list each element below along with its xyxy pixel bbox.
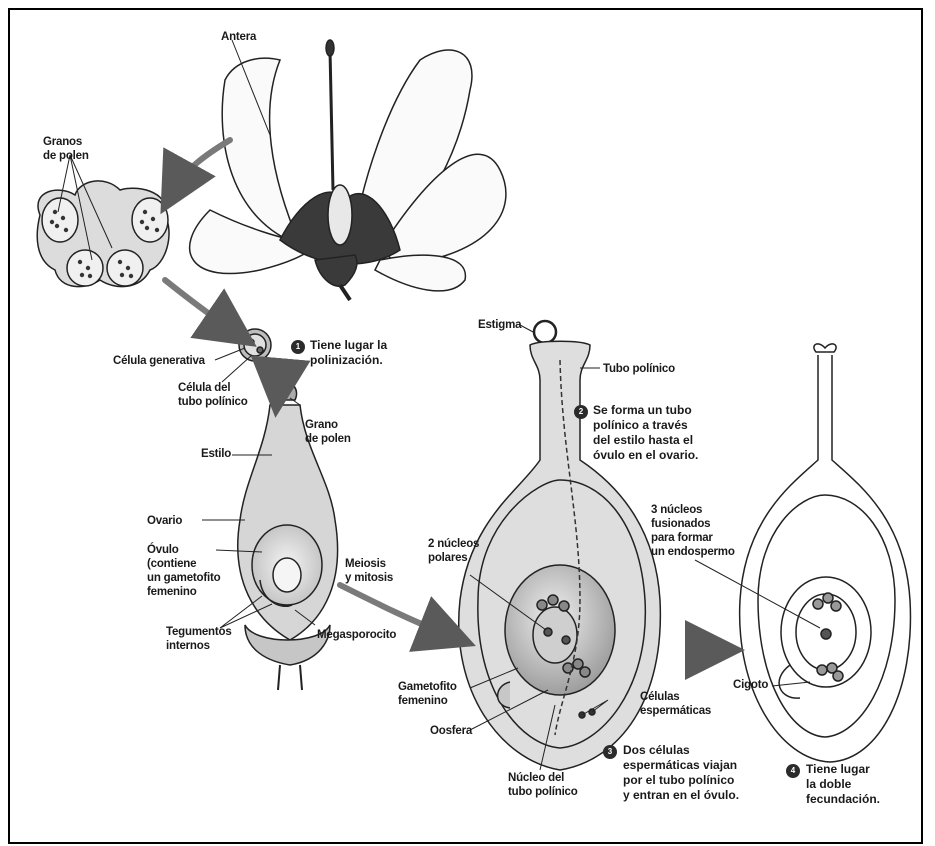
- label-line: (contiene: [147, 557, 220, 571]
- step-2-text: Se forma un tubo polínico a través del e…: [593, 403, 698, 463]
- step-1-marker: 1: [291, 340, 305, 354]
- flower-stem: [340, 285, 350, 300]
- label-oosfera: Oosfera: [430, 724, 472, 738]
- label-line: Óvulo: [147, 543, 220, 557]
- label-line: femenino: [398, 694, 457, 708]
- label-line: internos: [166, 639, 232, 653]
- label-estigma: Estigma: [478, 318, 521, 332]
- step-1-text: Tiene lugar la polinización.: [310, 338, 387, 368]
- arrow-flower-to-anther: [175, 140, 230, 188]
- label-line: tubo polínico: [508, 785, 578, 799]
- label-tubo-polinico: Tubo polínico: [603, 362, 675, 376]
- arrow-anther-to-pollen: [165, 280, 232, 330]
- label-line: Granos: [43, 135, 89, 149]
- flower-illustration: [190, 40, 506, 300]
- flower-stamen-anther: [326, 40, 334, 56]
- label-line: de polen: [43, 149, 89, 163]
- label-line: Grano: [305, 418, 351, 432]
- step-line: Dos células: [623, 743, 739, 758]
- label-estilo: Estilo: [201, 447, 231, 461]
- label-celula-tubo: Célula del tubo polínico: [178, 381, 248, 409]
- label-granos-polen: Granos de polen: [43, 135, 89, 163]
- label-line: espermáticas: [640, 704, 711, 718]
- label-line: polares: [428, 551, 479, 565]
- label-line: fusionados: [651, 517, 735, 531]
- step-4-marker: 4: [786, 764, 800, 778]
- label-grano-polen: Grano de polen: [305, 418, 351, 446]
- label-ovario: Ovario: [147, 514, 182, 528]
- label-ovulo: Óvulo (contiene un gametofito femenino: [147, 543, 220, 599]
- label-line: Célula del: [178, 381, 248, 395]
- step-line: óvulo en el ovario.: [593, 448, 698, 463]
- label-celula-generativa: Célula generativa: [113, 354, 205, 368]
- label-line: un gametofito: [147, 571, 220, 585]
- pollen-grain: [239, 329, 271, 361]
- step-line: del estilo hasta el: [593, 433, 698, 448]
- label-line: un endospermo: [651, 545, 735, 559]
- step-line: y entran en el óvulo.: [623, 788, 739, 803]
- label-line: y mitosis: [345, 571, 393, 585]
- step-2-marker: 2: [574, 405, 588, 419]
- label-line: Meiosis: [345, 557, 393, 571]
- pollen-sac-2: [132, 198, 168, 242]
- label-line: 3 núcleos: [651, 503, 735, 517]
- label-cigoto: Cigoto: [733, 678, 768, 692]
- step-3-text: Dos células espermáticas viajan por el t…: [623, 743, 739, 803]
- pistil-pollen-tube: [459, 321, 661, 770]
- label-nucleo-tubo: Núcleo del tubo polínico: [508, 771, 578, 799]
- step-line: fecundación.: [806, 792, 880, 807]
- flower-petal-left: [222, 58, 300, 245]
- pollen-sac-4: [107, 250, 143, 286]
- step-line: polínico a través: [593, 418, 698, 433]
- step-line: por el tubo polínico: [623, 773, 739, 788]
- label-line: de polen: [305, 432, 351, 446]
- label-line: Tegumentos: [166, 625, 232, 639]
- step-4-text: Tiene lugar la doble fecundación.: [806, 762, 880, 807]
- step-line: Se forma un tubo: [593, 403, 698, 418]
- step-line: espermáticas viajan: [623, 758, 739, 773]
- step-line: Tiene lugar la: [310, 338, 387, 353]
- label-gametofito: Gametofito femenino: [398, 680, 457, 708]
- label-line: Gametofito: [398, 680, 457, 694]
- step-3-marker: 3: [603, 745, 617, 759]
- flower-stamen-filament: [330, 50, 333, 190]
- label-megasporocito: Megasporocito: [317, 628, 396, 642]
- arrow-pollen-to-pistil: [278, 365, 280, 388]
- label-line: femenino: [147, 585, 220, 599]
- step-line: la doble: [806, 777, 880, 792]
- label-meiosis: Meiosis y mitosis: [345, 557, 393, 585]
- pollen-sac-3: [67, 250, 103, 286]
- label-tegumentos: Tegumentos internos: [166, 625, 232, 653]
- label-antera: Antera: [221, 30, 256, 44]
- flower-receptacle: [315, 255, 357, 286]
- step-line: polinización.: [310, 353, 387, 368]
- label-tres-nucleos: 3 núcleos fusionados para formar un endo…: [651, 503, 735, 559]
- label-line: para formar: [651, 531, 735, 545]
- label-line: tubo polínico: [178, 395, 248, 409]
- pistil-double-fertilization: [740, 344, 911, 762]
- label-line: Células: [640, 690, 711, 704]
- label-nucleos-polares: 2 núcleos polares: [428, 537, 479, 565]
- step-line: Tiene lugar: [806, 762, 880, 777]
- label-celulas-espermaticas: Células espermáticas: [640, 690, 711, 718]
- flower-petal-lower-right: [375, 255, 465, 291]
- label-line: 2 núcleos: [428, 537, 479, 551]
- anther-cross-section: [37, 181, 169, 287]
- label-line: Núcleo del: [508, 771, 578, 785]
- flower-pistil: [328, 185, 352, 245]
